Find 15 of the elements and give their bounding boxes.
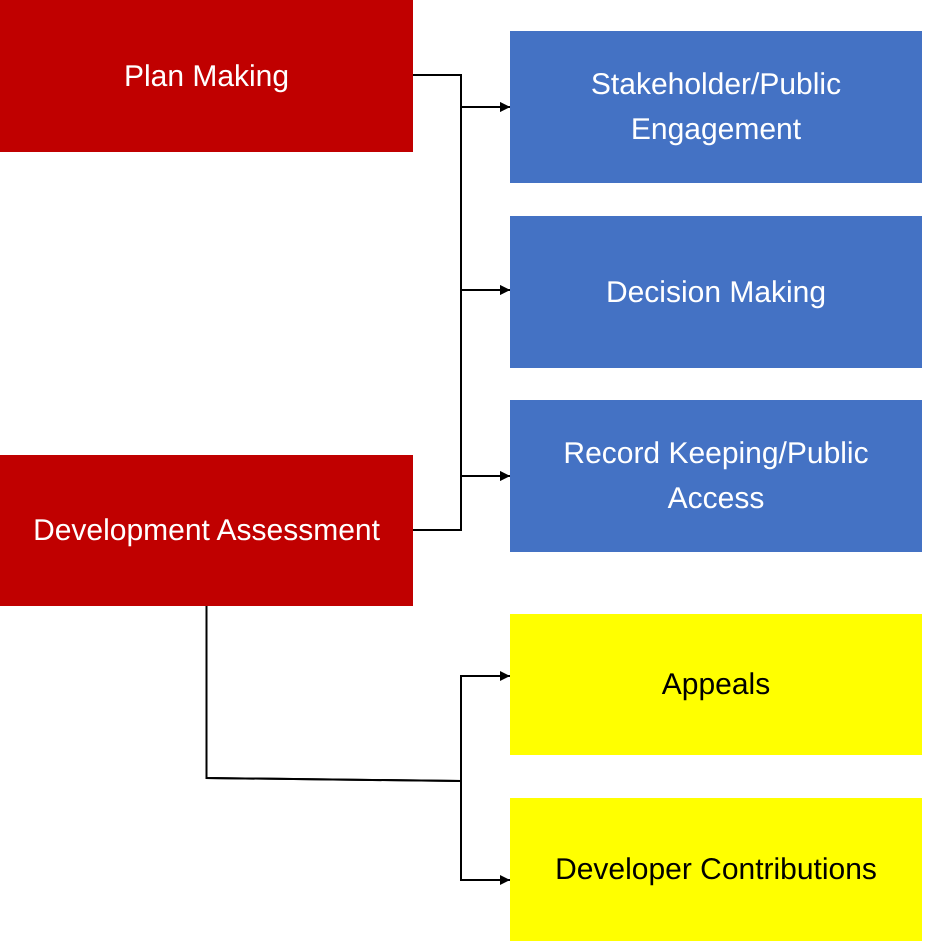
process-box bbox=[0, 0, 413, 152]
process-box bbox=[510, 216, 922, 368]
node-label: Decision Making bbox=[606, 274, 826, 310]
node-label: Record Keeping/Public Access bbox=[562, 436, 870, 517]
node-label: Development Assessment bbox=[33, 513, 380, 549]
process-box bbox=[0, 455, 413, 606]
node-label: Stakeholder/Public Engagement bbox=[590, 67, 842, 148]
process-box bbox=[510, 31, 922, 183]
process-box bbox=[510, 614, 922, 755]
node-label: Developer Contributions bbox=[555, 852, 877, 888]
connector-arrow bbox=[413, 471, 510, 531]
node-label: Plan Making bbox=[124, 58, 290, 94]
node-label: Appeals bbox=[662, 667, 770, 703]
process-box bbox=[510, 400, 922, 552]
process-box bbox=[510, 798, 922, 941]
